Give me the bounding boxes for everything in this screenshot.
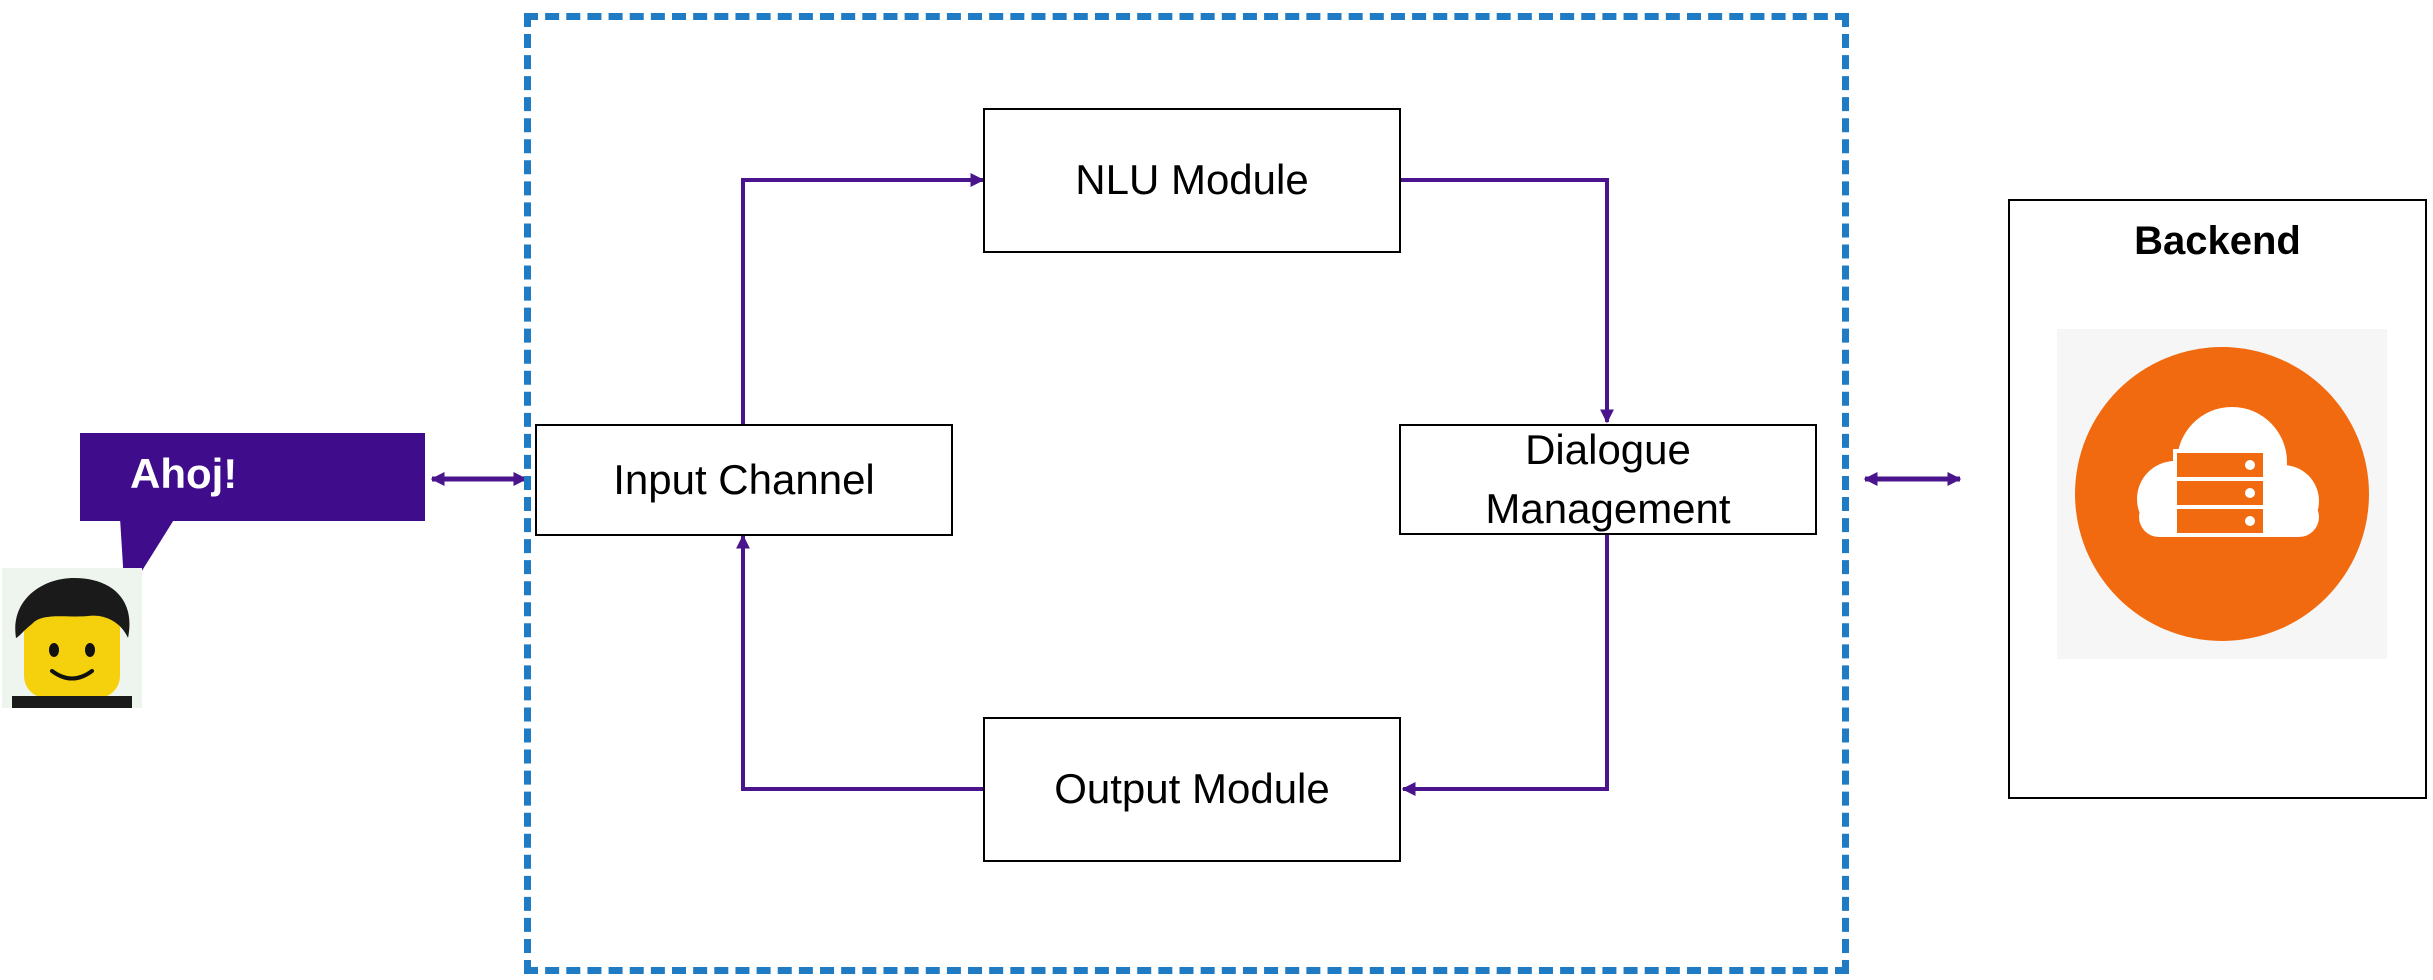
- speech-bubble-text: Ahoj!: [130, 450, 238, 497]
- output-module-box: Output Module: [983, 717, 1401, 862]
- arrow-input-to-nlu: [741, 173, 985, 424]
- speech-bubble: [80, 433, 425, 598]
- backend-title: Backend: [2134, 219, 2301, 263]
- dialogue-management-box: Dialogue Management: [1399, 424, 1817, 535]
- input-channel-label: Input Channel: [613, 455, 875, 503]
- cloud-server-icon: [2057, 329, 2387, 659]
- arrow-nlu-to-dialogue: [1401, 178, 1614, 424]
- arrow-output-to-input: [736, 534, 983, 791]
- input-channel-box: Input Channel: [535, 424, 953, 536]
- dialogue-management-label: Dialogue Management: [1485, 425, 1731, 532]
- lego-head-avatar-icon: [2, 568, 142, 708]
- arrow-dialogue-to-output: [1401, 535, 1609, 796]
- nlu-module-box: NLU Module: [983, 108, 1401, 253]
- output-module-label: Output Module: [1054, 765, 1330, 813]
- backend-panel: Backend: [2008, 199, 2427, 799]
- nlu-module-label: NLU Module: [1075, 156, 1309, 204]
- chatbot-system-container: [524, 13, 1849, 974]
